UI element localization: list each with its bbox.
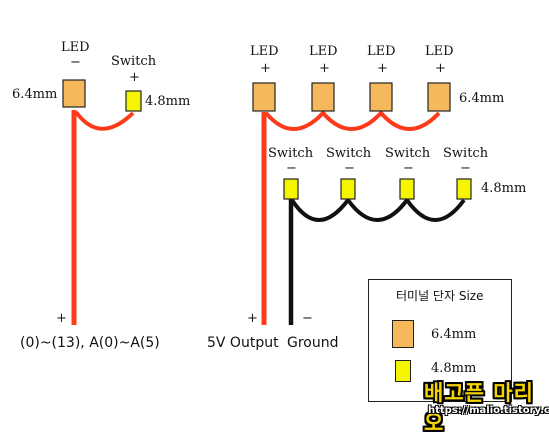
legend-swatch-switch (395, 360, 411, 382)
led-terminal-4 (427, 82, 451, 112)
switch-label-1: Switch (268, 146, 314, 161)
left-led-label: LED (61, 40, 90, 55)
right-led-size: 6.4mm (459, 91, 505, 106)
led-label-2: LED (309, 44, 338, 59)
switch-polarity-3: − (403, 161, 414, 176)
legend-swatch-led (392, 320, 414, 348)
led-label-3: LED (367, 44, 396, 59)
led-label-4: LED (425, 44, 454, 59)
legend-label-switch: 4.8mm (431, 361, 477, 376)
ground-label: Ground (287, 335, 339, 351)
switch-terminal-4 (456, 178, 472, 200)
left-led-terminal (62, 79, 86, 108)
ground-minus: − (302, 311, 313, 326)
led-chain-wire (264, 110, 441, 131)
led-polarity-3: + (377, 61, 388, 76)
switch-chain-wire (290, 196, 466, 222)
switch-polarity-2: − (344, 161, 355, 176)
legend-label-led: 6.4mm (431, 327, 477, 342)
switch-polarity-1: − (286, 161, 297, 176)
led-terminal-2 (311, 82, 335, 112)
led-terminal-3 (369, 82, 393, 112)
switch-label-4: Switch (443, 146, 489, 161)
switch-terminal-3 (399, 178, 415, 200)
left-bottom-plus: + (56, 311, 67, 326)
left-switch-polarity: + (129, 70, 140, 85)
led-polarity-4: + (435, 61, 446, 76)
led-polarity-2: + (319, 61, 330, 76)
left-led-polarity: − (70, 55, 81, 70)
pin-range-label: (0)~(13), A(0)~A(5) (20, 335, 160, 351)
left-led-switch-link (74, 110, 135, 131)
right-switch-size: 4.8mm (481, 181, 527, 196)
left-switch-label: Switch (111, 54, 157, 69)
switch-polarity-4: − (460, 161, 471, 176)
switch-terminal-1 (283, 178, 299, 200)
left-switch-terminal (125, 90, 142, 112)
switch-label-3: Switch (385, 146, 431, 161)
wiring-diagram (62, 79, 472, 325)
switch-terminal-2 (340, 178, 356, 200)
legend-title: 터미널 단자 Size (396, 289, 484, 303)
output-plus: + (247, 311, 258, 326)
led-terminal-1 (252, 82, 276, 112)
switch-label-2: Switch (326, 146, 372, 161)
led-label-1: LED (250, 44, 279, 59)
left-switch-size: 4.8mm (145, 94, 191, 109)
watermark-url: https://malio.tistory.com (428, 405, 549, 416)
output-label: 5V Output (207, 335, 279, 351)
left-led-size: 6.4mm (12, 87, 58, 102)
led-polarity-1: + (260, 61, 271, 76)
